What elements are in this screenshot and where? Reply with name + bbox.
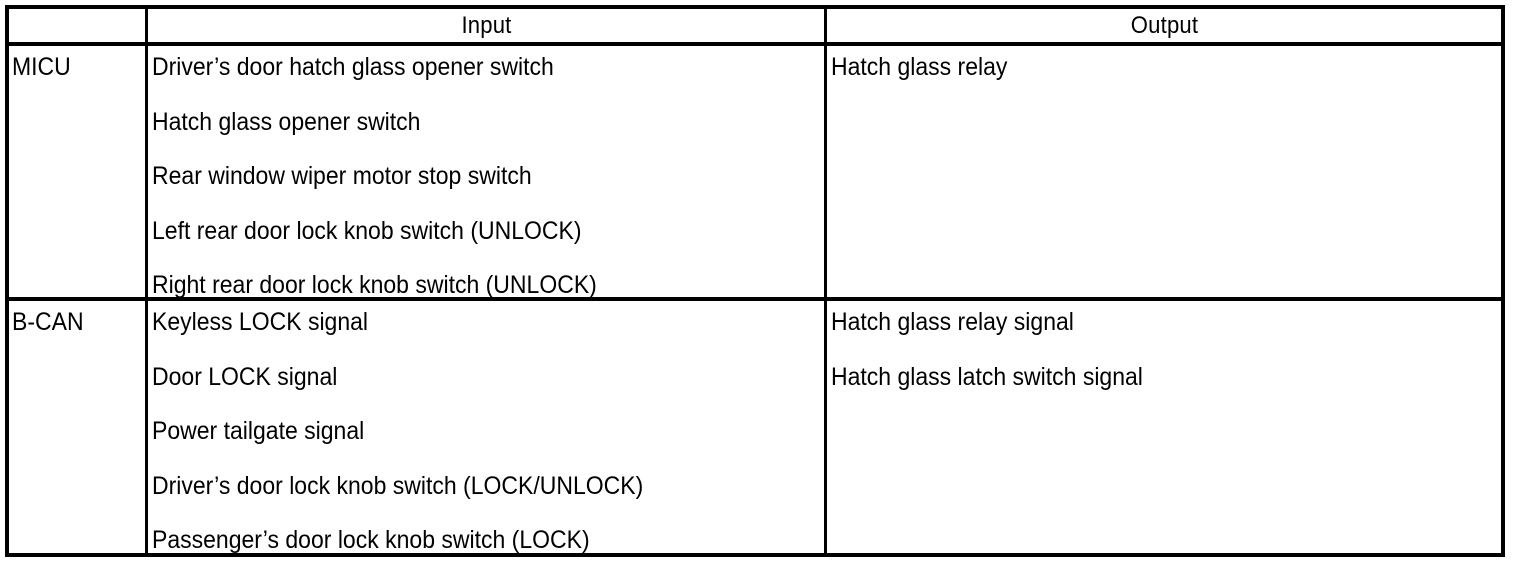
list-item: Hatch glass relay signal	[831, 308, 1074, 336]
list-item: Driver’s door lock knob switch (LOCK/UNL…	[152, 471, 644, 500]
row-label-micu: MICU	[12, 53, 71, 81]
list-item: Right rear door lock knob switch (UNLOCK…	[152, 271, 597, 299]
input-cell-micu: Driver’s door hatch glass opener switch …	[148, 46, 824, 299]
list-item: Rear window wiper motor stop switch	[152, 162, 532, 190]
column-divider-label-input	[145, 9, 148, 553]
list-item: Hatch glass opener switch	[152, 107, 421, 136]
table-row-micu: MICU Driver’s door hatch glass opener sw…	[9, 46, 1501, 299]
row-label-bcan: B-CAN	[12, 308, 84, 336]
output-cell-bcan: Hatch glass relay signal Hatch glass lat…	[827, 301, 1501, 553]
list-item: Power tailgate signal	[152, 417, 365, 445]
section-divider	[9, 297, 1501, 301]
output-cell-micu: Hatch glass relay	[827, 46, 1501, 297]
column-header-output: Output	[1130, 12, 1199, 39]
input-cell-bcan: Keyless LOCK signal Door LOCK signal Pow…	[148, 301, 824, 553]
input-output-table: Input Output MICU Driver’s door hatch gl…	[5, 5, 1505, 557]
list-item: Hatch glass latch switch signal	[831, 362, 1143, 391]
list-item: Door LOCK signal	[152, 362, 338, 391]
header-divider	[9, 42, 1501, 46]
list-item: Left rear door lock knob switch (UNLOCK)	[152, 216, 582, 245]
list-item: Driver’s door hatch glass opener switch	[152, 53, 554, 81]
column-divider-input-output	[824, 9, 827, 553]
row-label-cell: MICU	[9, 46, 145, 297]
row-label-cell: B-CAN	[9, 301, 145, 553]
list-item: Keyless LOCK signal	[152, 308, 369, 336]
table-row-bcan: B-CAN Keyless LOCK signal Door LOCK sign…	[9, 301, 1501, 553]
list-item: Passenger’s door lock knob switch (LOCK)	[152, 526, 590, 554]
list-item: Hatch glass relay	[831, 53, 1008, 81]
column-header-input: Input	[461, 12, 512, 39]
